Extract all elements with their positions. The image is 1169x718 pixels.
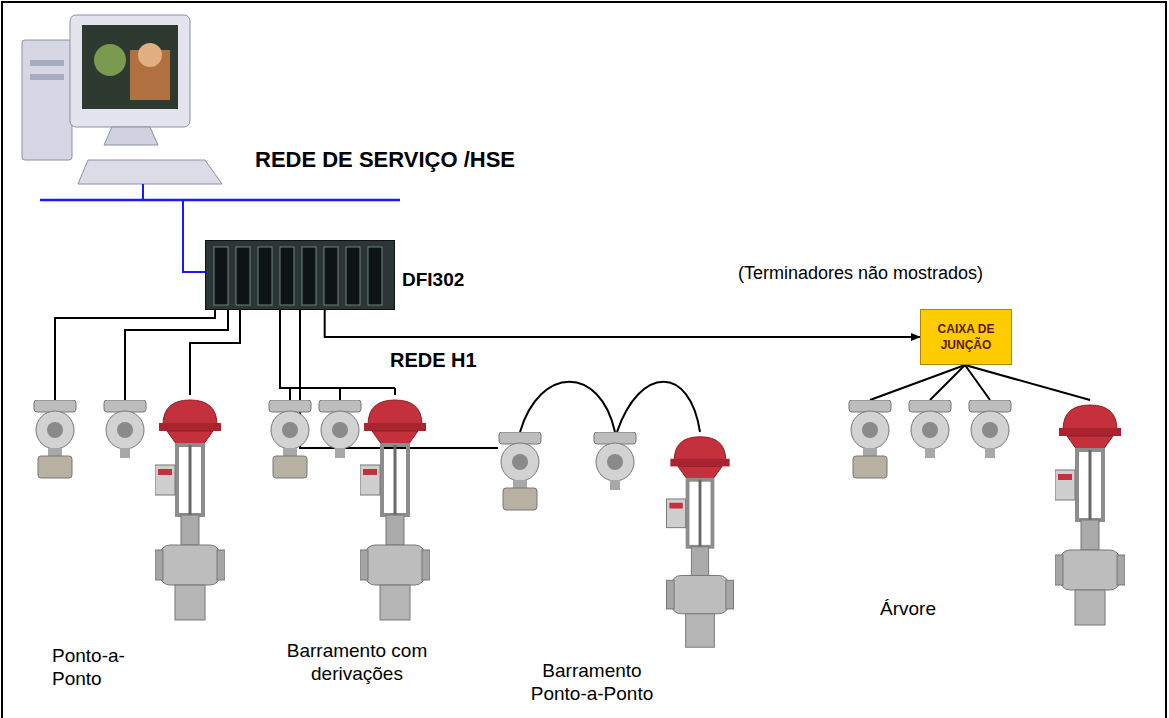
network-label: REDE DE SERVIÇO /HSE [255, 147, 515, 173]
rack-slots [206, 241, 396, 311]
network-label: Barramento com derivações [262, 640, 452, 686]
network-label: REDE H1 [390, 348, 477, 372]
junction-box: CAIXA DE JUNÇÃO [920, 309, 1012, 365]
network-label: (Terminadores não mostrados) [738, 263, 983, 285]
box-label: CAIXA DE JUNÇÃO [927, 321, 1005, 353]
device-name: DFI302 [402, 269, 464, 291]
network-label: Barramento Ponto-a-Ponto [522, 660, 662, 706]
network-label: Árvore [880, 598, 936, 621]
controller-rack: DFI302 [205, 240, 395, 310]
network-label: Ponto-a-Ponto [52, 645, 142, 691]
trunk-connector [325, 310, 920, 337]
